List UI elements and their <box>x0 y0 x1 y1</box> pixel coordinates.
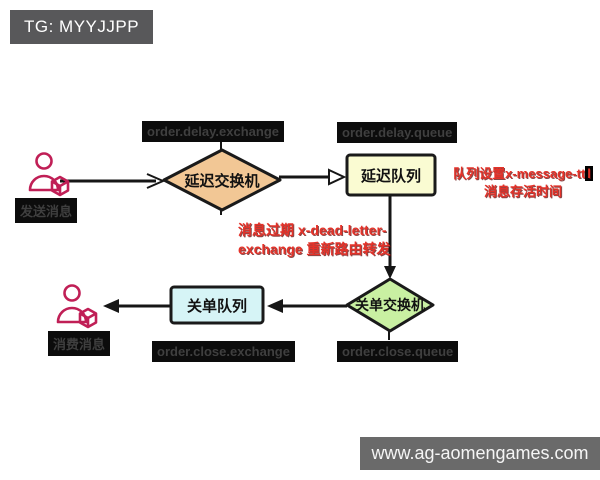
arrowhead-left-filled-2 <box>103 299 119 313</box>
close-queue-tag: order.close.exchange <box>152 341 295 362</box>
ttl-note-line2: 消息存活时间 <box>483 183 562 199</box>
person-send-message-icon <box>28 152 70 197</box>
delay-queue-shape <box>345 153 437 197</box>
delay-queue-label: 延迟队列 <box>360 167 421 185</box>
consumer-actor <box>52 282 104 339</box>
delay-queue-tag: order.delay.queue <box>337 122 458 143</box>
delay-exchange-shape <box>162 148 282 212</box>
close-queue-node <box>169 285 265 325</box>
close-queue-label: 关单队列 <box>186 297 247 315</box>
delay-exchange-node <box>162 148 282 212</box>
close-exchange-shape <box>345 277 435 333</box>
arrowhead-down-filled <box>384 266 396 279</box>
close-exchange-node <box>345 277 435 333</box>
close-queue-shape <box>169 285 265 325</box>
dead-letter-note-line1: 消息过期 x-dead-letter- <box>238 222 387 238</box>
watermark: www.ag-aomengames.com <box>360 437 600 470</box>
arrowhead-left-filled-1 <box>267 299 283 313</box>
ttl-note-line1: 队列设置x-message-tt <box>453 166 586 181</box>
dead-letter-note-line2: exchange 重新路由转发 <box>238 240 391 257</box>
delay-exchange-label: 延迟交换机 <box>184 172 260 190</box>
producer-actor <box>24 150 76 207</box>
producer-label: 发送消息 <box>15 198 78 223</box>
arrowhead-right-open <box>328 168 347 186</box>
consumer-label: 消费消息 <box>48 331 111 356</box>
dead-letter-note: 消息过期 x-dead-letter- exchange 重新路由转发 <box>238 221 418 259</box>
delay-queue-node <box>345 153 437 197</box>
tg-badge: TG: MYYJJPP <box>10 10 154 44</box>
delay-exchange-tag: order.delay.exchange <box>142 121 284 142</box>
close-exchange-label: 关单交换机 <box>355 297 425 313</box>
person-consume-message-icon <box>56 284 98 329</box>
ttl-note-highlight: l <box>585 166 593 181</box>
close-exchange-tag: order.close.queue <box>337 341 459 362</box>
